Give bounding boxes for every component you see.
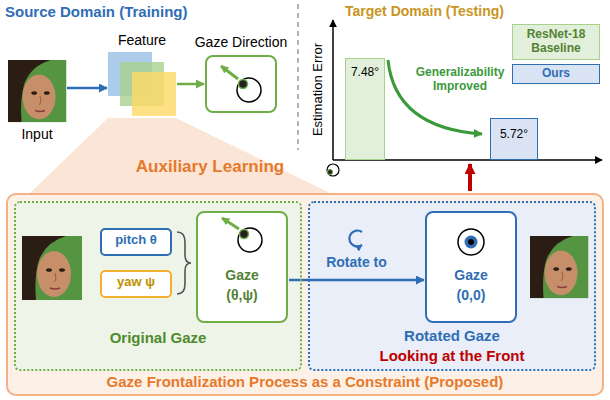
original-face	[22, 236, 82, 300]
label-slot: Target Domain (Testing)	[345, 3, 515, 19]
eye-icon	[238, 228, 262, 252]
legend-item: Ours	[512, 64, 600, 84]
text-slot: Input	[2, 126, 72, 142]
text-slot: Gaze Direction	[181, 34, 301, 50]
input-image: Input	[8, 60, 66, 122]
rotated-gaze-box: Gaze (0,0)	[425, 211, 517, 323]
text-slot: Feature	[102, 32, 182, 48]
legend-text: ResNet-18 Baseline	[515, 28, 597, 56]
text-slot: Looking at the Front	[308, 347, 596, 364]
node-text: 5.72°	[490, 128, 538, 142]
node-fill	[425, 211, 517, 323]
section-label: Auxiliary Learning	[115, 157, 305, 177]
bracket	[177, 232, 191, 294]
node-text: (θ,ψ)	[196, 287, 288, 303]
ours-bar: 5.72°	[490, 118, 538, 160]
text-slot: Original Gaze	[14, 329, 302, 346]
front-eye-pupil	[468, 239, 474, 245]
text-slot: Gaze	[196, 267, 288, 283]
node-text: Gaze	[425, 267, 517, 283]
node-text: Input	[2, 126, 72, 142]
text-slot: 7.48°	[345, 66, 385, 80]
text-slot: (θ,ψ)	[196, 287, 288, 303]
pitch-box: pitch θ	[100, 228, 172, 256]
gaze-arrow	[221, 66, 238, 79]
text-slot: pitch θ	[100, 233, 172, 248]
node-text: pitch θ	[100, 233, 172, 248]
node-text: Gaze Direction	[181, 34, 301, 50]
text-slot: 5.72°	[490, 128, 538, 142]
node-fill	[100, 228, 172, 256]
node-text: yaw ψ	[100, 275, 172, 290]
connector-arrow	[177, 83, 204, 86]
origin-eye-iris	[327, 169, 332, 174]
text-slot: (0,0)	[425, 287, 517, 303]
result-arrow	[468, 164, 472, 191]
gaze-arrow	[222, 218, 239, 229]
legend-text: Ours	[515, 67, 597, 81]
separator-line	[297, 4, 299, 150]
legend-item: ResNet-18 Baseline	[512, 24, 600, 60]
node-text: Feature	[102, 32, 182, 48]
gaze-output-box: Gaze Direction	[205, 55, 277, 113]
input-face	[8, 60, 66, 122]
node-fill	[345, 58, 385, 160]
domain-title: Target Domain (Testing)	[345, 3, 515, 19]
auxiliary-fan	[30, 118, 330, 193]
feature-map	[132, 72, 176, 116]
eye-icon	[237, 78, 261, 102]
constraint-panel: Gaze Frontalization Process as a Constra…	[6, 193, 604, 396]
original-gaze-box: Gaze (θ,ψ)	[196, 211, 288, 323]
origin-eye	[327, 164, 339, 176]
edge-label-slot: Rotate to	[312, 254, 402, 270]
rotated-gaze-region: Rotated GazeLooking at the Front Gaze (0,0…	[308, 201, 596, 371]
original-gaze-region: Original Gaze pitch θ yaw ψ Gaze (θ,ψ)	[14, 201, 302, 371]
node-fill	[308, 201, 596, 371]
node-fill	[196, 211, 288, 323]
connector-arrow	[67, 87, 107, 90]
rotate-symbol	[349, 231, 362, 247]
node-fill	[6, 193, 604, 396]
label-slot: Generalizability Improved	[412, 66, 508, 94]
frontal-face	[530, 236, 588, 298]
label-slot: Estimation Error	[311, 39, 326, 139]
node-text: Gaze Frontalization Process as a Constra…	[6, 373, 604, 390]
node-fill	[205, 55, 277, 113]
node-fill	[490, 118, 538, 160]
text-slot: yaw ψ	[100, 275, 172, 290]
node-text: 7.48°	[345, 66, 385, 80]
edge-label: Rotate to	[312, 254, 402, 270]
label-slot: Auxiliary Learning	[115, 157, 305, 177]
yaw-box: yaw ψ	[100, 270, 172, 298]
eye-iris	[239, 80, 248, 89]
text-slot: Gaze Frontalization Process as a Constra…	[6, 373, 604, 390]
feature-stack: Feature	[108, 52, 176, 116]
node-fill	[100, 270, 172, 298]
label-slot: Source Domain (Training)	[5, 3, 205, 20]
node-text: Looking at the Front	[308, 347, 596, 364]
baseline-bar: 7.48°	[345, 58, 385, 160]
axis-label: Estimation Error	[311, 39, 326, 139]
node-text: (0,0)	[425, 287, 517, 303]
node-text: Original Gaze	[14, 329, 302, 346]
annotation: Generalizability Improved	[412, 66, 508, 94]
y-axis	[332, 20, 334, 160]
node-text: Rotated Gaze	[308, 327, 596, 344]
front-eye	[458, 229, 484, 255]
eye-iris	[240, 230, 249, 239]
text-slot: Gaze	[425, 267, 517, 283]
domain-title: Source Domain (Training)	[5, 3, 205, 20]
text-slot: Rotated Gaze	[308, 327, 596, 344]
node-fill	[14, 201, 302, 371]
node-text: Gaze	[196, 267, 288, 283]
front-eye-iris	[465, 236, 478, 249]
